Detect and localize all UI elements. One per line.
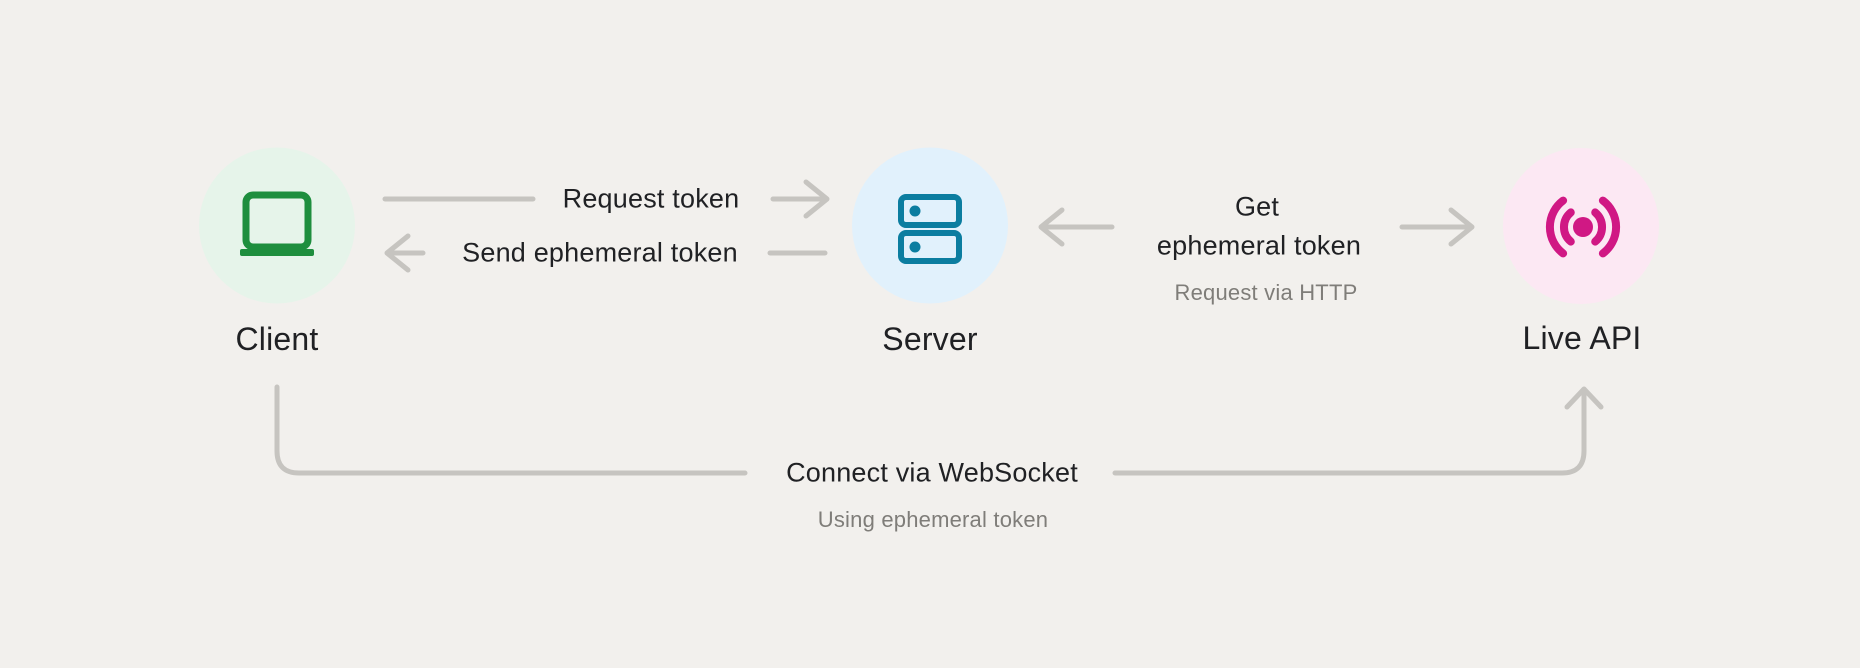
server-led-bottom [909, 241, 921, 253]
server-label: Server [882, 321, 978, 357]
request-token-arrow [770, 179, 830, 219]
request-via-http-sublabel: Request via HTTP [1174, 280, 1358, 305]
client-circle [199, 147, 355, 304]
get-ephemeral-token-label-line1: Get [1234, 191, 1280, 222]
broadcast-inner-left-arc [1559, 208, 1575, 246]
broadcast-dot [1573, 217, 1593, 237]
laptop-base [240, 249, 314, 256]
server-rack-icon [898, 194, 962, 264]
get-token-left-arrow [1038, 207, 1115, 247]
send-ephemeral-token-arrow [384, 233, 426, 273]
laptop-icon [240, 191, 314, 256]
broadcast-outer-left-arc [1545, 196, 1568, 258]
websocket-path-left [274, 384, 748, 476]
broadcast-inner-right-arc [1591, 208, 1607, 246]
request-token-label: Request token [562, 183, 740, 214]
arrow-layer [274, 179, 1604, 476]
broadcast-icon [1545, 196, 1621, 258]
using-ephemeral-token-sublabel: Using ephemeral token [817, 507, 1049, 532]
connect-via-websocket-label: Connect via WebSocket [786, 457, 1078, 488]
send-ephemeral-token-label: Send ephemeral token [462, 237, 738, 268]
websocket-path-right [1112, 386, 1604, 476]
live-api-label: Live API [1522, 320, 1642, 356]
server-led-top [909, 205, 921, 217]
server-rack-top [898, 194, 962, 228]
server-rack-bottom [898, 230, 962, 264]
get-token-right-arrow [1399, 207, 1475, 247]
laptop-screen [242, 191, 312, 251]
broadcast-outer-right-arc [1598, 196, 1621, 258]
get-ephemeral-token-label-line2: ephemeral token [1156, 230, 1362, 261]
client-label: Client [235, 321, 319, 357]
